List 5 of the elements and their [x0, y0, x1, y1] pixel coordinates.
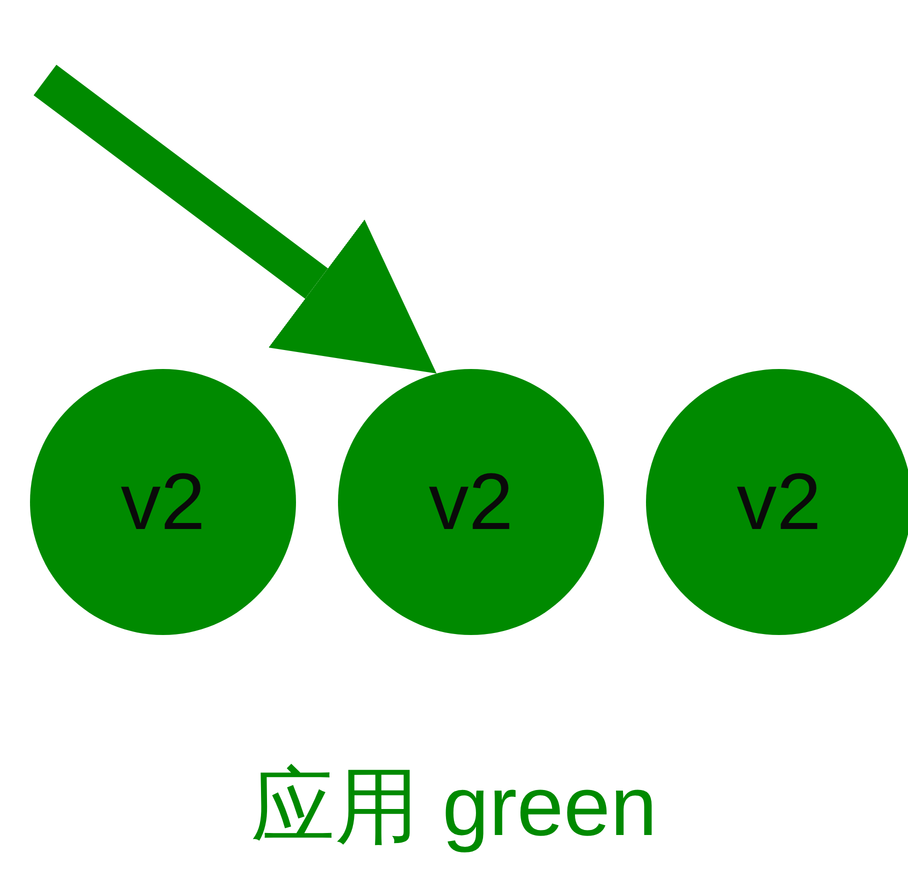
version-label: v2	[428, 462, 514, 542]
caption-text: 应用 green	[250, 760, 658, 852]
version-label: v2	[736, 462, 822, 542]
version-label: v2	[120, 462, 206, 542]
arrow	[34, 64, 437, 374]
